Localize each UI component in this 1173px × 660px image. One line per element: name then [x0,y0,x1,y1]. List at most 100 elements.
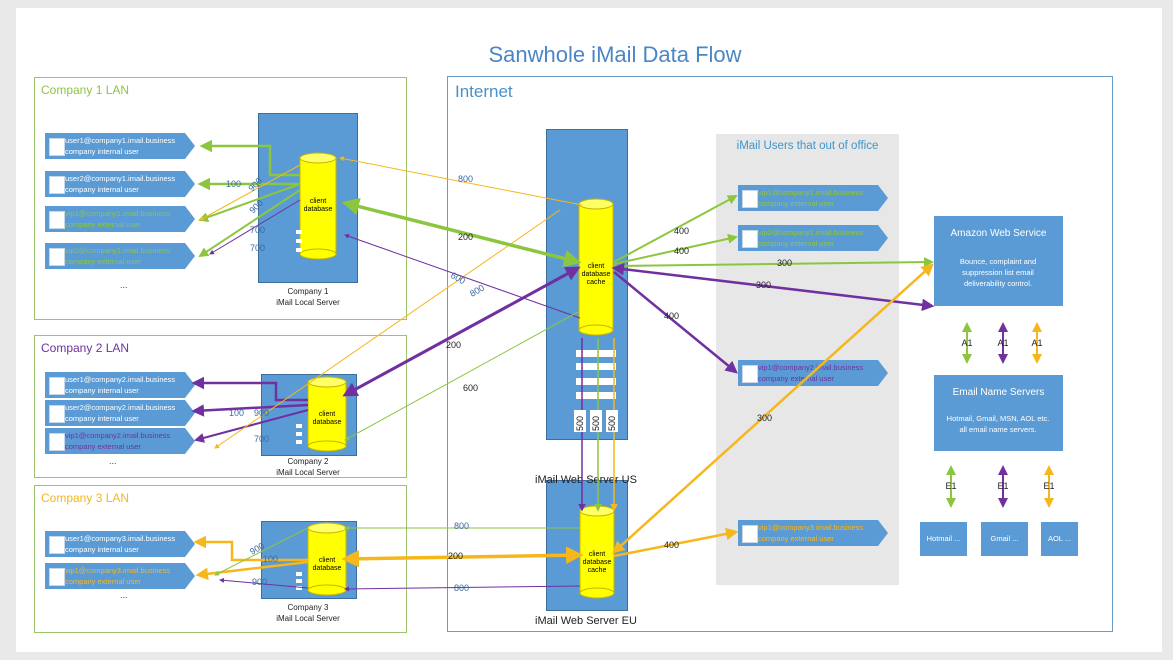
e1-label: E1 [945,481,956,491]
edge-label: 100 [263,554,278,564]
edge-label: 300 [756,280,771,290]
c2-user1-node: user1@company2.imail.business company int… [45,372,195,398]
user-email: user1@company2.imail.business [65,375,176,384]
user-email: vip1@company2.imail.business [65,431,171,440]
internet-connectors [339,156,935,592]
ooo-c1-vip2-node: vip2@company1.imail.business company exte… [738,225,888,251]
c2-connectors [191,209,561,449]
edge-label: 100 [226,179,241,189]
user-avatar-icon [49,138,65,156]
edge-label: 200 [446,340,461,350]
c3-more-users: ... [120,590,128,600]
internet-title: Internet [455,82,513,101]
web-server-us-caption: iMail Web Server US [535,474,637,486]
out-of-office-title: iMail Users that out of office [736,140,879,152]
ens-title: Email Name Servers [952,387,1045,398]
user-email: vip1@company3.imail.business [65,566,171,575]
c1-vip2-node: vip2@company1.imail.business company exte… [45,243,195,269]
c2-vip1-node: vip1@company2.imail.business company exte… [45,428,195,454]
edge-label: 900 [254,408,269,418]
e1-label: E1 [997,481,1008,491]
diagram-title: Sanwhole iMail Data Flow [488,42,742,67]
amazon-web-service: Amazon Web Service Bounce, complaint and… [934,216,1063,306]
e1-label: E1 [1043,481,1054,491]
aws-title: Amazon Web Service [950,228,1047,239]
user-avatar-icon [49,405,65,423]
aws-description: Bounce, complaint and suppression list e… [959,257,1037,288]
edge-label: 400 [674,246,689,256]
aol-server: AOL ... [1041,522,1078,556]
edge-label: 400 [674,226,689,236]
user-email: vip1@company1.imail.business [65,209,171,218]
user-role: company external user [65,257,141,266]
user-email: vip1@company1.imail.business [758,188,864,197]
edge-label: 600 [463,383,478,393]
edge-label: 400 [664,311,679,321]
company3-server-name: Company 3 [287,603,329,612]
user-role: company external user [758,199,834,208]
edge-label: 300 [757,413,772,423]
edge-label: 700 [250,225,265,235]
a1-label: A1 [961,338,972,348]
email-name-servers: Email Name Servers Hotmail, Gmail, MSN, … [934,375,1063,451]
company2-server-name: Company 2 [287,457,329,466]
rack-bars [296,230,616,590]
edge-label: 800 [454,583,469,593]
c2-database-cylinder [307,376,347,452]
web-server-eu-caption: iMail Web Server EU [535,615,637,627]
company3-server-caption: Company 3 iMail Local Server [258,602,358,624]
edge-label: 500 [575,416,585,431]
ooo-c1-vip1-node: vip1@company1.imail.business company exte… [738,185,888,211]
a1-e1-labels: A1 A1 A1 E1 E1 E1 [945,338,1054,491]
user-avatar-icon [49,433,65,451]
edge-label: 300 [777,258,792,268]
user-email: user2@company1.imail.business [65,174,176,183]
user-role: company internal user [65,185,139,194]
edge-label: 800 [454,521,469,531]
company1-server-caption: Company 1 iMail Local Server [258,286,358,308]
company1-server-name: Company 1 [287,287,329,296]
company1-server-sub: iMail Local Server [276,298,340,307]
user-email: user2@company2.imail.business [65,403,176,412]
a1-label: A1 [997,338,1008,348]
eu-database-cylinder [579,505,615,599]
user-role: company external user [758,239,834,248]
edge-label: 800 [458,174,473,184]
c3-connectors [193,527,309,589]
edge-label: 900 [252,577,267,587]
user-role: company external user [65,442,141,451]
edge-label: 700 [250,243,265,253]
a1-label: A1 [1031,338,1042,348]
user-avatar-icon [742,190,758,208]
edge-label: 800 [468,283,486,299]
user-role: company internal user [65,147,139,156]
user-avatar-icon [49,176,65,194]
user-email: vip2@company1.imail.business [758,228,864,237]
user-email: user1@company3.imail.business [65,534,176,543]
company2-lan-title: Company 2 LAN [41,341,130,355]
user-role: company internal user [65,386,139,395]
user-avatar-icon [49,248,65,266]
edge-labels: 100 900 900 700 700 100 900 700 100 900 … [226,174,792,593]
c1-connectors [197,139,301,258]
user-email: vip2@company1.imail.business [65,246,171,255]
edge-label: 400 [664,540,679,550]
ens-description: Hotmail, Gmail, MSN, AOL etc. all email … [946,414,1050,434]
vertical-500-labels: 500 500 500 [574,410,618,432]
edge-label: 500 [607,416,617,431]
user-role: company internal user [65,545,139,554]
edge-label: 900 [246,176,264,194]
c1-database-cylinder [299,152,337,260]
gmail-server: Gmail ... [981,522,1028,556]
edge-label: 200 [458,232,473,242]
c3-database-cylinder [307,522,347,596]
user-role: company internal user [65,414,139,423]
